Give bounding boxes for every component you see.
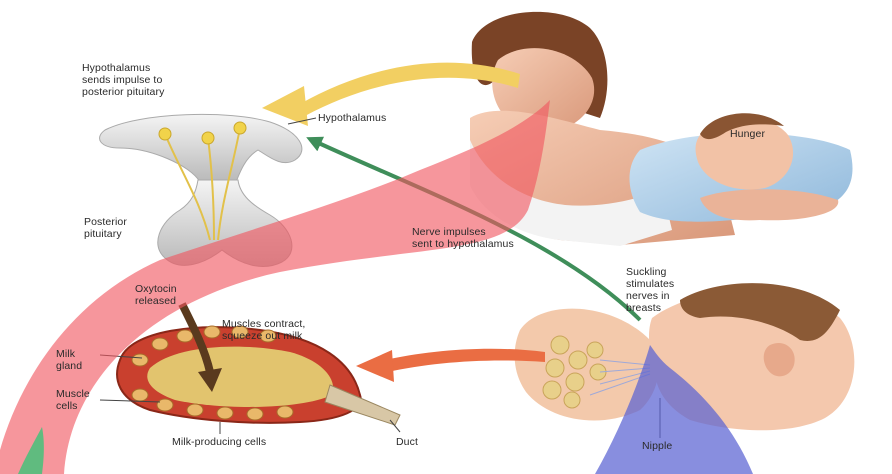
nipple-label: Nipple [642,440,672,452]
oxytocin-released-label: Oxytocin released [135,283,177,307]
suckling-label: Suckling stimulates nerves in breasts [626,266,674,314]
nerve-impulses-label: Nerve impulses sent to hypothalamus [412,226,514,250]
milk-gland-label: Milk gland [56,348,82,372]
muscles-contract-label: Muscles contract, squeeze out milk [222,318,305,342]
duct-shape [325,385,400,425]
hunger-label: Hunger [730,128,765,140]
hypothalamus-shape [100,114,302,182]
yellow-arrow-head [262,86,308,126]
posterior-pituitary-label: Posterior pituitary [84,216,127,240]
hypothalamus-sends-label: Hypothalamus sends impulse to posterior … [82,62,164,98]
hypothalamus-label: Hypothalamus [318,112,386,124]
orange-arrow-head [356,350,394,382]
yellow-arrow-body [300,63,520,116]
milk-producing-cells-label: Milk-producing cells [172,436,266,448]
duct-label: Duct [396,436,418,448]
muscle-cells-label: Muscle cells [56,388,90,412]
